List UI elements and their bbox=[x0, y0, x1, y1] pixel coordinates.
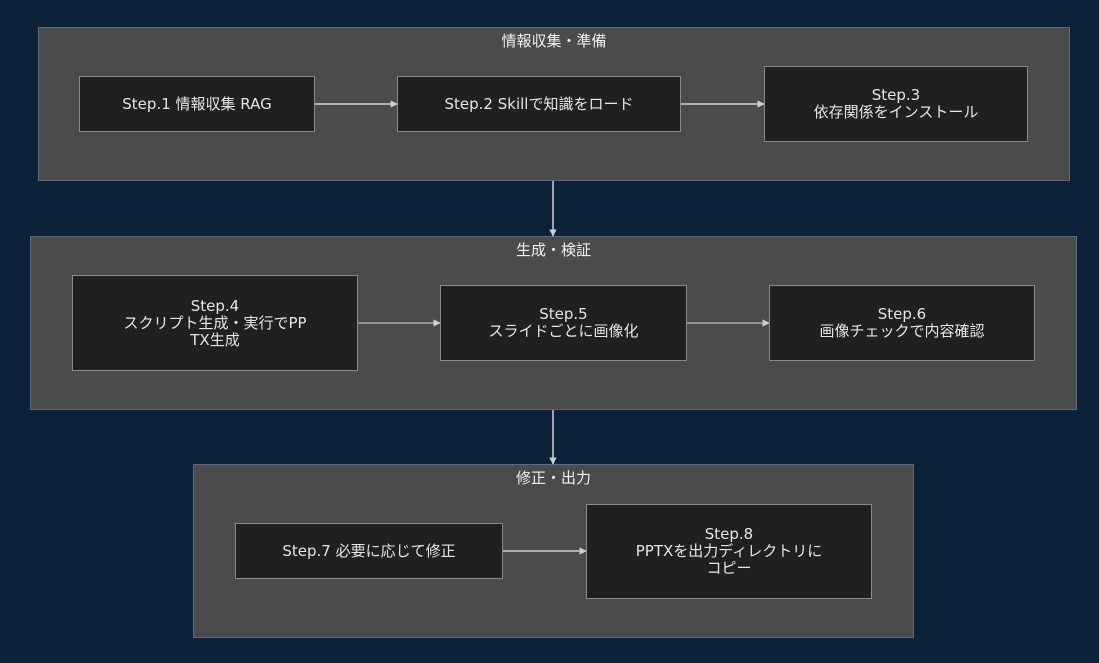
node-step2[interactable]: Step.2 Skillで知識をロード bbox=[397, 76, 681, 132]
node-label: Step.6 bbox=[877, 305, 927, 323]
node-label: Step.8 bbox=[704, 525, 754, 543]
node-label: 依存関係をインストール bbox=[813, 103, 979, 121]
node-label: Step.2 Skillで知識をロード bbox=[444, 94, 634, 113]
group-title: 生成・検証 bbox=[515, 241, 591, 259]
node-label: Step.3 bbox=[871, 86, 921, 104]
node-step4[interactable]: Step.4 スクリプト生成・実行でPP TX生成 bbox=[72, 275, 358, 371]
node-label: Step.4 bbox=[190, 296, 240, 315]
node-step7[interactable]: Step.7 必要に応じて修正 bbox=[235, 523, 503, 579]
node-step1[interactable]: Step.1 情報収集 RAG bbox=[79, 76, 315, 132]
node-label: TX生成 bbox=[190, 330, 240, 349]
group-title: 修正・出力 bbox=[515, 469, 591, 487]
node-step6[interactable]: Step.6 画像チェックで内容確認 bbox=[769, 285, 1035, 361]
node-label: Step.7 必要に応じて修正 bbox=[282, 541, 456, 560]
node-label: コピー bbox=[706, 559, 752, 577]
group-title: 情報収集・準備 bbox=[501, 32, 607, 50]
node-label: Step.5 bbox=[539, 305, 588, 323]
node-step3[interactable]: Step.3 依存関係をインストール bbox=[764, 66, 1028, 142]
node-label: Step.1 情報収集 RAG bbox=[122, 94, 272, 113]
node-label: スクリプト生成・実行でPP bbox=[123, 313, 307, 332]
node-label: 画像チェックで内容確認 bbox=[819, 322, 985, 340]
node-step8[interactable]: Step.8 PPTXを出力ディレクトリに コピー bbox=[586, 504, 872, 599]
node-step5[interactable]: Step.5 スライドごとに画像化 bbox=[440, 285, 687, 361]
node-label: スライドごとに画像化 bbox=[488, 322, 639, 340]
node-label: PPTXを出力ディレクトリに bbox=[635, 542, 823, 560]
